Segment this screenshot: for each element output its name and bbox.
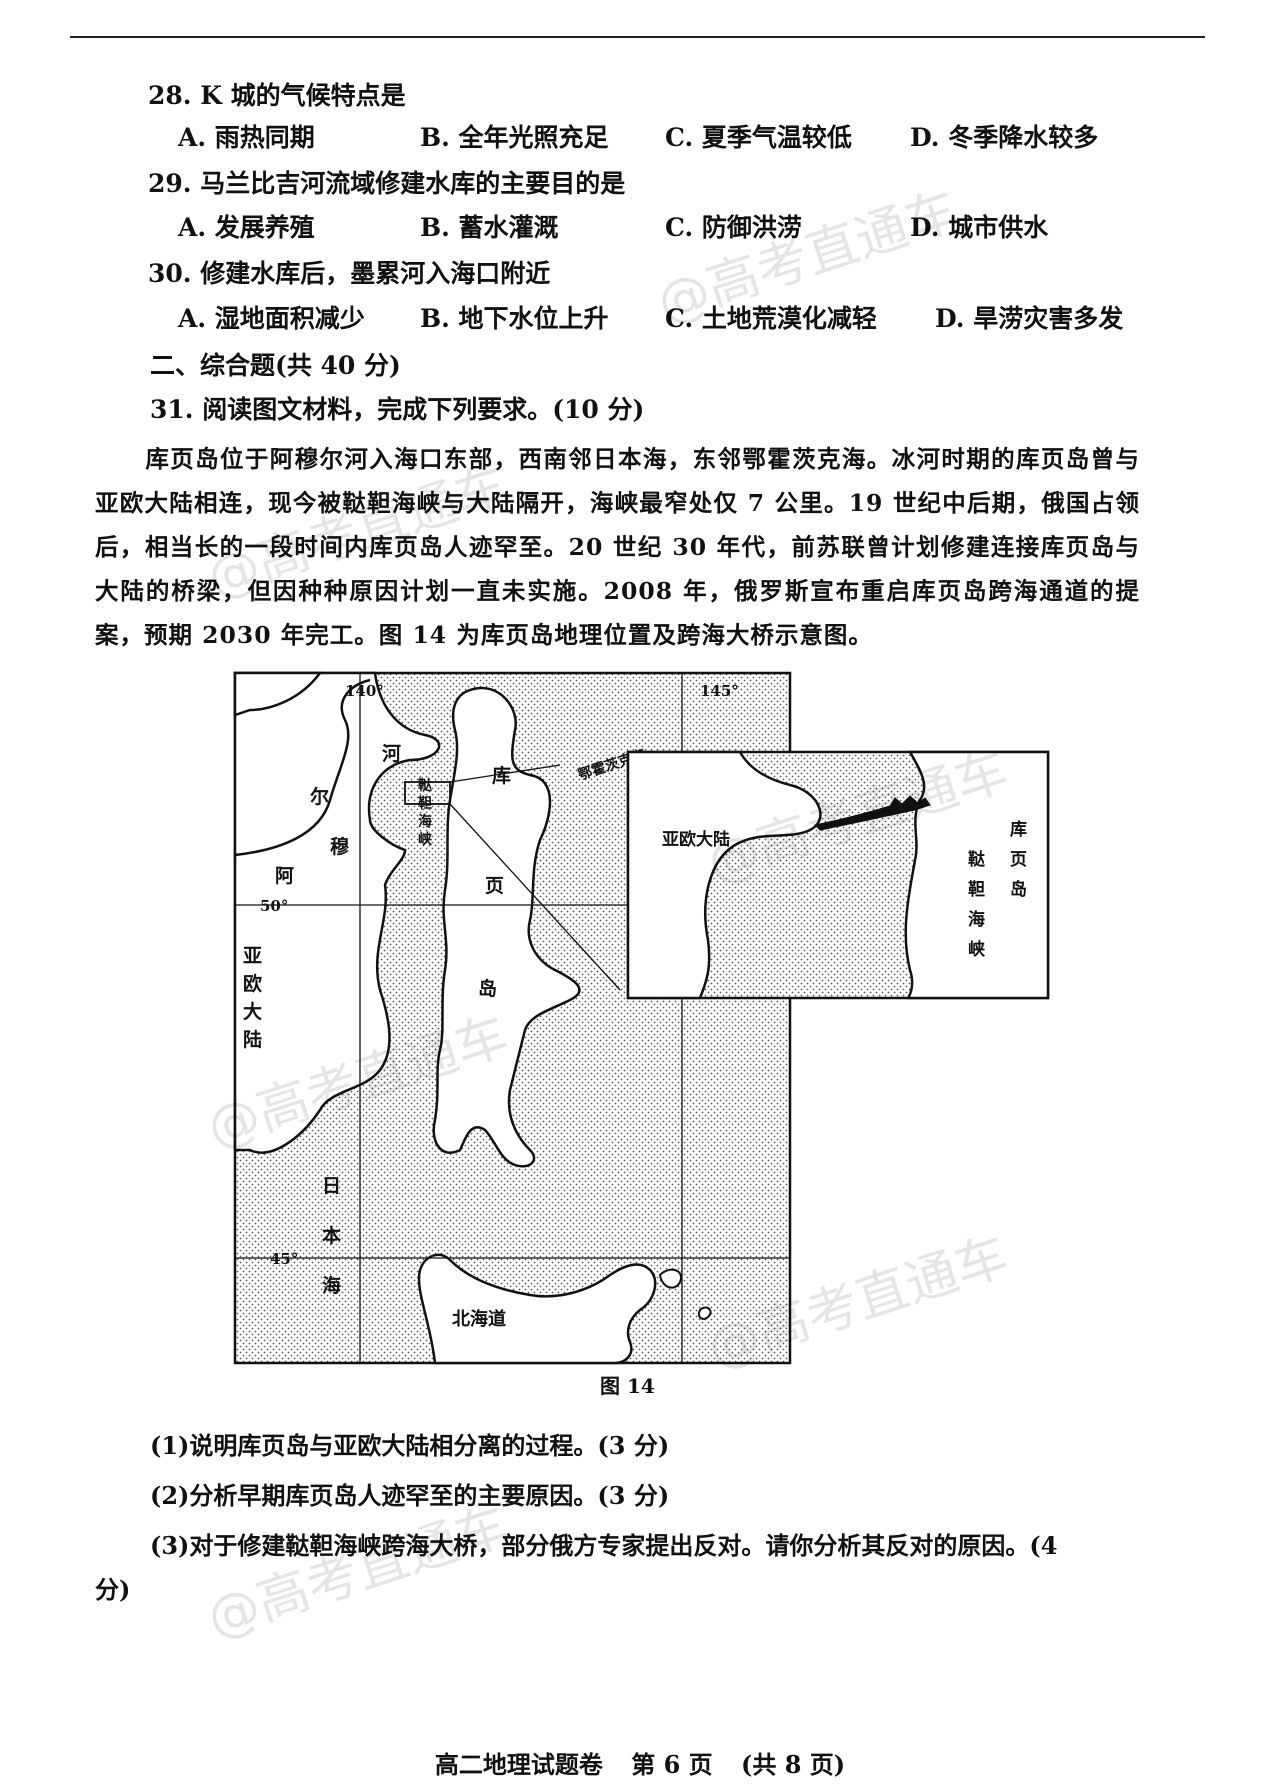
inset-map: 亚欧大陆 库 页 岛 鞑 靼 海 峡: [626, 750, 1050, 1000]
q30-stem: 30. 修建水库后，墨累河入海口附近: [148, 259, 551, 288]
sakhalin-island: [432, 686, 581, 1168]
q31-material-text: 库页岛位于阿穆尔河入海口东部，西南邻日本海，东邻鄂霍茨克海。冰河时期的库页岛曾与…: [95, 445, 1140, 649]
label-hai: 海: [418, 813, 432, 830]
q29-option-a: A. 发展养殖: [178, 213, 315, 242]
figure-14: 140° 145° 50° 45° 河 尔 穆 阿 鞑 靼 海 峡 库 页 岛 …: [230, 670, 1070, 1374]
map-svg: 140° 145° 50° 45° 河 尔 穆 阿 鞑 靼 海 峡 库 页 岛 …: [233, 671, 1050, 1365]
label-eurasia-4: 陆: [243, 1028, 262, 1051]
q31-stem: 31. 阅读图文材料，完成下列要求。(10 分): [150, 395, 645, 424]
label-eurasia-2: 欧: [243, 972, 262, 995]
q30-option-a: A. 湿地面积减少: [178, 304, 365, 333]
mainland-north: [233, 671, 323, 717]
inset-label-sakhalin-1: 库: [1010, 819, 1027, 840]
q29-option-b: B. 蓄水灌溉: [420, 213, 559, 242]
q31-sub1: (1)说明库页岛与亚欧大陆相分离的过程。(3 分): [150, 1431, 670, 1460]
label-er: 尔: [310, 785, 329, 808]
lat-label-45: 45°: [270, 1250, 298, 1268]
q29-stem: 29. 马兰比吉河流域修建水库的主要目的是: [148, 169, 626, 198]
inset-marker: [404, 781, 451, 805]
bridge-icon: [813, 795, 931, 831]
label-eurasia-1: 亚: [243, 945, 262, 967]
q29-option-c: C. 防御洪涝: [665, 213, 802, 242]
q29-option-d: D. 城市供水: [910, 213, 1049, 242]
eurasia-land: [233, 671, 441, 1154]
label-ye: 页: [485, 875, 504, 897]
label-ku: 库: [492, 764, 511, 787]
q30-option-b: B. 地下水位上升: [420, 304, 609, 333]
kuril-islets: [658, 1268, 712, 1320]
section2-title: 二、综合题(共 40 分): [150, 351, 401, 380]
q28-option-b: B. 全年光照充足: [420, 123, 609, 152]
figure-caption: 图 14: [600, 1374, 655, 1398]
label-japansea-3: 海: [322, 1274, 341, 1297]
label-hokkaido: 北海道: [452, 1308, 506, 1330]
inset-label-strait-4: 峡: [968, 939, 986, 960]
footer-page: 第 6 页: [631, 1750, 713, 1779]
label-he: 河: [382, 743, 401, 765]
label-a: 阿: [275, 865, 294, 887]
inset-label-eurasia: 亚欧大陆: [662, 829, 730, 850]
inset-eurasia-land: [626, 750, 822, 1000]
q28-option-d: D. 冬季降水较多: [910, 123, 1099, 152]
label-eurasia-3: 大: [243, 1000, 262, 1023]
lat-label-50: 50°: [260, 897, 288, 915]
q31-sub3-line2: 分): [95, 1575, 131, 1604]
inset-lead-top: [449, 764, 561, 783]
q31-sub3-line1: (3)对于修建鞑靼海峡跨海大桥，部分俄方专家提出反对。请你分析其反对的原因。(4: [150, 1531, 1058, 1560]
q31-material: 库页岛位于阿穆尔河入海口东部，西南邻日本海，东邻鄂霍茨克海。冰河时期的库页岛曾与…: [95, 437, 1140, 657]
river-shore: [234, 678, 371, 857]
inset-label-sakhalin-3: 岛: [1010, 879, 1027, 900]
q30-option-d: D. 旱涝灾害多发: [935, 304, 1124, 333]
label-mu: 穆: [330, 835, 349, 858]
footer-title: 高二地理试题卷: [434, 1750, 603, 1779]
header-rule: [70, 36, 1205, 38]
q28-stem: 28. K 城的气候特点是: [148, 81, 406, 110]
label-dao: 岛: [478, 977, 497, 1000]
lon-label-145: 145°: [700, 682, 739, 700]
inset-label-sakhalin-2: 页: [1010, 850, 1027, 870]
label-japansea-2: 本: [322, 1224, 341, 1247]
q30-option-c: C. 土地荒漠化减轻: [665, 304, 877, 333]
q28-option-c: C. 夏季气温较低: [665, 123, 852, 152]
page-footer: 高二地理试题卷 第 6 页 (共 8 页): [0, 1745, 1280, 1780]
inset-sakhalin-land: [904, 750, 1050, 1000]
label-xia: 峡: [418, 831, 433, 848]
inset-label-strait-3: 海: [968, 909, 985, 930]
lon-label-140: 140°: [345, 682, 384, 700]
q31-sub2: (2)分析早期库页岛人迹罕至的主要原因。(3 分): [150, 1481, 670, 1510]
footer-total: (共 8 页): [741, 1750, 846, 1779]
label-japansea-1: 日: [322, 1175, 341, 1197]
inset-lead-bottom: [449, 803, 621, 991]
inset-label-strait-2: 靼: [968, 879, 985, 900]
label-da1: 鞑: [418, 777, 432, 794]
inset-label-strait-1: 鞑: [968, 849, 985, 870]
q28-option-a: A. 雨热同期: [178, 123, 315, 152]
label-da2: 靼: [418, 795, 432, 812]
hokkaido-island: [417, 1253, 657, 1365]
